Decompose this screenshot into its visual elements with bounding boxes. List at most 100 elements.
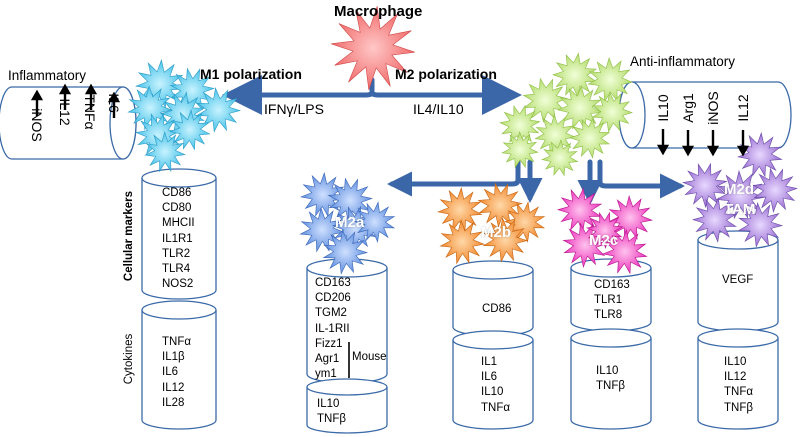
m2a-cell-4 <box>353 201 396 243</box>
list-item: IL10 <box>596 365 619 377</box>
list-item: Fizz1 <box>315 337 343 350</box>
m2c-cytokines-list: IL10 TNFβ <box>596 364 625 394</box>
m2a-cell-5 <box>322 229 369 275</box>
list-item: TLR2 <box>162 247 191 260</box>
m2-cell-1 <box>587 57 633 103</box>
m2a-cytokines-list: IL10 TNFβ <box>317 397 346 427</box>
m2c-cell-3 <box>602 228 648 275</box>
list-item: IL10 <box>317 398 340 410</box>
list-item: VEGF <box>722 274 754 286</box>
m1-heading: Inflammatory <box>8 68 87 83</box>
m2-stimulus-label: IL4/IL10 <box>413 101 464 117</box>
m2d-cell-1 <box>682 162 728 209</box>
m2c-label: M2c <box>589 232 619 249</box>
m2c-cell-4 <box>586 211 624 250</box>
m2c-cell-cluster <box>556 187 653 275</box>
list-item: TLR4 <box>162 263 191 276</box>
m2-marker-arg1: Arg1 <box>680 93 696 123</box>
list-item: CD206 <box>315 292 351 305</box>
m2-marker-inos: iNOS <box>705 91 721 125</box>
list-item: IL10 <box>724 356 747 368</box>
list-item: IL6 <box>162 366 178 379</box>
m1-up-arrows <box>30 83 121 118</box>
m2-arrows <box>656 129 750 157</box>
m2-cell-cluster <box>499 52 633 177</box>
macrophage-title: Macrophage <box>334 3 423 20</box>
m2-cell-7 <box>569 117 611 159</box>
m2d-cell-0 <box>737 131 783 178</box>
m2d-label: M2d <box>724 181 754 198</box>
m1-marker-tnfa: TNFα <box>82 94 98 130</box>
tam-label: TAM <box>724 201 756 218</box>
list-item: IL1β <box>162 351 185 364</box>
m2d-markers-list: VEGF <box>722 273 753 288</box>
mouse-label: Mouse <box>352 351 387 363</box>
list-item: TLR1 <box>594 294 623 307</box>
m1-polarization-label: M1 polarization <box>200 66 302 82</box>
m2-cell-4 <box>591 91 633 133</box>
m2a-cell-cluster <box>299 171 396 275</box>
m2d-cell-4 <box>691 197 738 243</box>
list-item: IL12 <box>724 371 747 384</box>
list-item: CD86 <box>482 303 512 315</box>
list-item: IL28 <box>162 396 185 409</box>
list-item: NOS2 <box>162 278 194 291</box>
m1-cell-7 <box>144 130 186 173</box>
m2-cell-9 <box>541 139 579 177</box>
m2d-cytokines-list: IL10 IL12 TNFα TNFβ <box>724 355 753 416</box>
m2b-cell-1 <box>477 182 523 228</box>
m2b-label: M2b <box>481 224 511 241</box>
list-item: CD163 <box>315 277 351 289</box>
m1-marker-il6: IL6 <box>106 93 122 113</box>
m2c-cell-0 <box>556 187 603 233</box>
list-item: TNFβ <box>596 380 625 393</box>
m1-cell-4 <box>195 87 242 133</box>
list-item: IL1R1 <box>162 232 193 245</box>
list-item: IL1 <box>481 356 497 368</box>
m1-stimulus-label: IFNγ/LPS <box>264 101 324 117</box>
m2d-cell-cluster <box>682 131 798 248</box>
list-item: TNFβ <box>317 413 346 426</box>
list-item: TNFβ <box>724 401 753 414</box>
macrophage-cell <box>331 6 415 90</box>
m2d-cell-5 <box>737 202 784 248</box>
m2c-markers-list: CD163 TLR1 TLR8 <box>594 278 630 324</box>
m1-cell-6 <box>169 108 211 151</box>
list-item: CD86 <box>162 187 192 199</box>
m2a-markers-list: CD163 CD206 TGM2 IL-1RII Fizz1 Agr1 ym1 <box>315 276 351 382</box>
m2-heading: Anti-inflammatory <box>630 54 736 69</box>
m2-cell-2 <box>522 77 568 123</box>
list-item: IL12 <box>162 381 185 394</box>
m2b-cell-4 <box>482 217 529 263</box>
m2a-label: M2a <box>335 214 365 231</box>
list-item: TNFα <box>162 336 192 348</box>
cytokines-label: Cytokines <box>123 333 135 385</box>
m2b-markers-list: CD86 <box>482 302 511 317</box>
list-item: TLR8 <box>594 309 623 322</box>
m2b-cell-3 <box>439 218 485 265</box>
list-item: IL10 <box>481 386 504 399</box>
m2-polarization-label: M2 polarization <box>395 66 497 82</box>
list-item: IL-1RII <box>315 322 350 335</box>
list-item: IL6 <box>481 371 497 384</box>
list-item: CD163 <box>594 279 630 291</box>
m2b-cell-0 <box>437 186 483 233</box>
m1-cytokines-list: TNFα IL1β IL6 IL12 IL28 <box>162 335 191 411</box>
m2b-cytokines-list: IL1 IL6 IL10 TNFα <box>481 355 510 416</box>
list-item: TGM2 <box>315 307 347 320</box>
polarization-arrows <box>222 75 522 115</box>
m1-marker-inos: iNOS <box>29 108 45 142</box>
m1-marker-il12: IL12 <box>57 98 73 126</box>
list-item: Agr1 <box>315 353 340 366</box>
vertical-cylinders <box>141 168 779 434</box>
m2-cell-8 <box>501 131 539 169</box>
m1-cellular-markers-list: CD86 CD80 MHCII IL1R1 TLR2 TLR4 NOS2 <box>162 186 195 292</box>
list-item: TNFα <box>724 386 754 399</box>
macro-cell-0 <box>331 6 415 90</box>
m2d-cell-3 <box>752 167 798 213</box>
list-item: TNFα <box>481 401 511 414</box>
m2-marker-il10: IL10 <box>655 94 671 122</box>
list-item: ym1 <box>315 368 337 381</box>
